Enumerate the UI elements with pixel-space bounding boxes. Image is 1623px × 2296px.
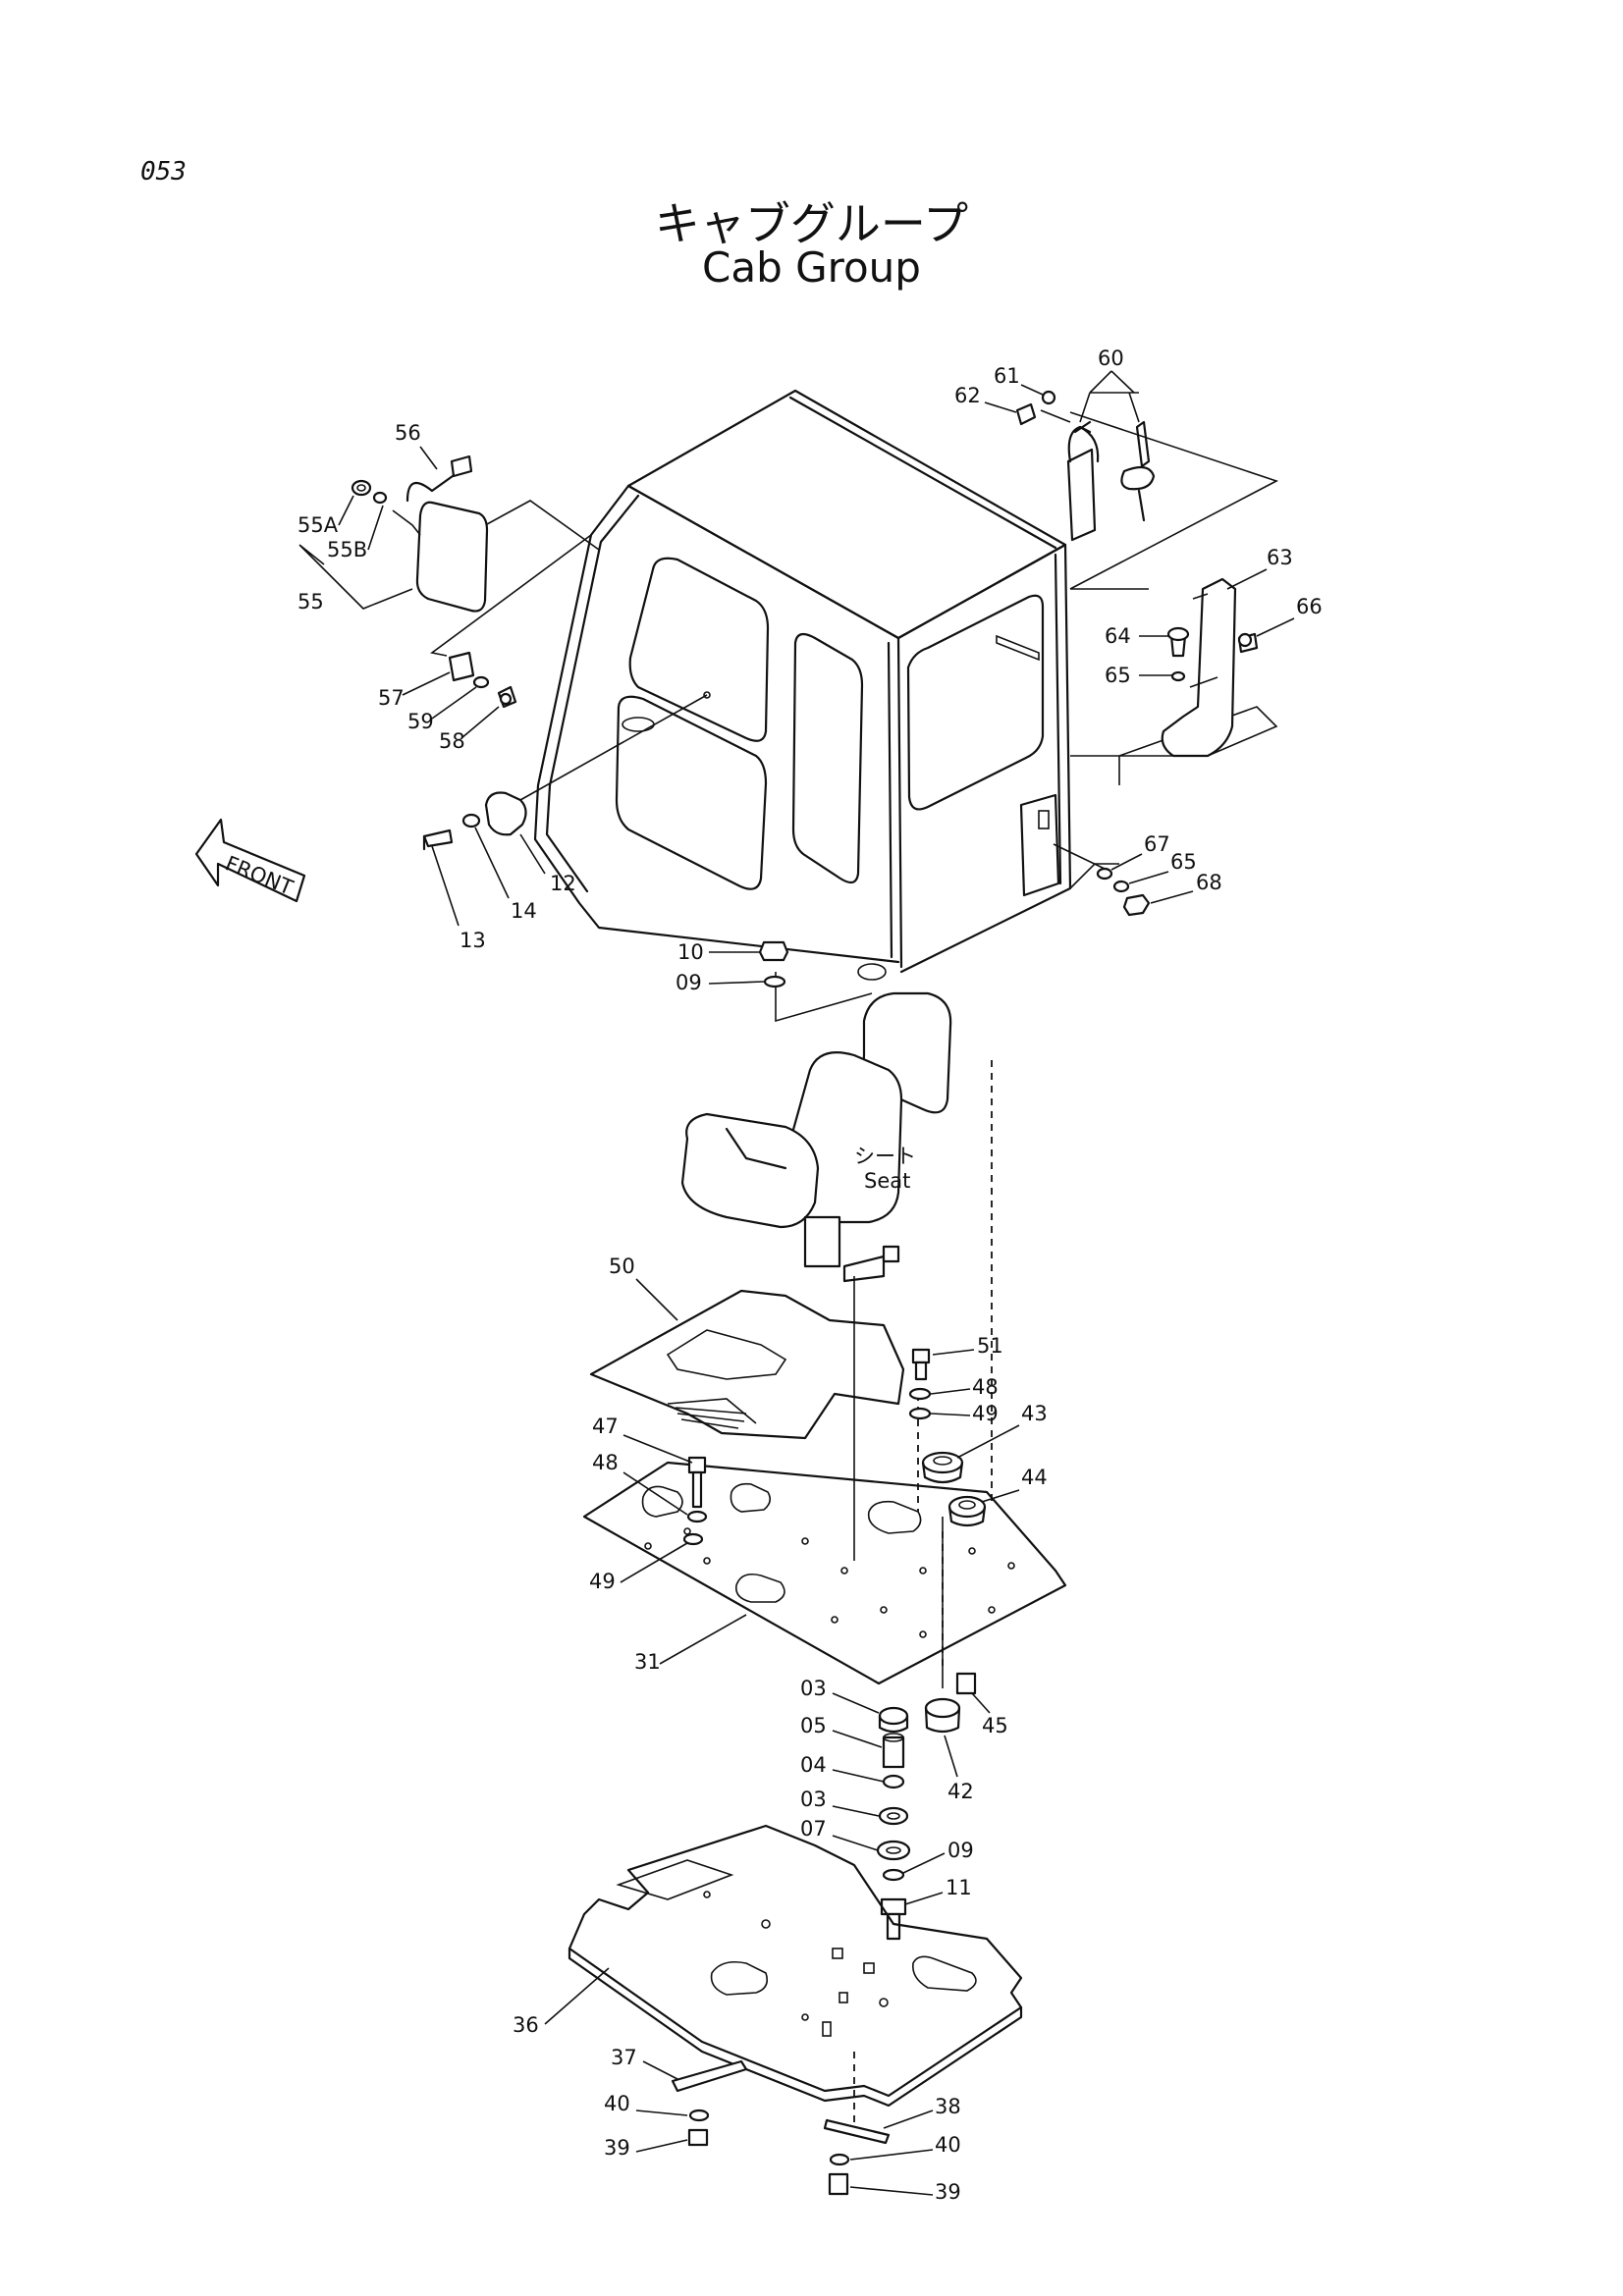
- callout-51: 51: [977, 1334, 1003, 1358]
- mounts-42-45: [924, 1672, 977, 1734]
- callout-50: 50: [609, 1255, 635, 1278]
- callout-43: 43: [1021, 1402, 1048, 1425]
- mirror-assembly: [351, 454, 489, 613]
- floor-plate-31: [582, 1461, 1067, 1685]
- callout-45: 45: [982, 1714, 1008, 1737]
- callout-31: 31: [634, 1650, 661, 1674]
- callout-05: 05: [800, 1714, 827, 1737]
- assembly-axes: [853, 1060, 993, 2140]
- callout-09-lower: 09: [947, 1839, 974, 1862]
- bolt-47-48-49: [682, 1456, 708, 1546]
- grip-12-group: [422, 791, 527, 851]
- callout-62: 62: [954, 384, 981, 407]
- mounts-43-44: [921, 1451, 987, 1527]
- page-number: 053: [140, 157, 187, 187]
- callout-68: 68: [1196, 871, 1222, 894]
- callout-65-lower: 65: [1170, 850, 1197, 874]
- callout-11: 11: [946, 1876, 972, 1899]
- bracket-63-group: [1161, 577, 1259, 758]
- callout-48-left: 48: [592, 1451, 619, 1474]
- callout-36: 36: [513, 2013, 539, 2037]
- callout-44: 44: [1021, 1466, 1048, 1489]
- callout-55B: 55B: [327, 538, 367, 561]
- callout-65-upper: 65: [1105, 664, 1131, 687]
- callout-57: 57: [378, 686, 405, 710]
- callout-12: 12: [550, 872, 576, 895]
- callout-14: 14: [511, 899, 537, 923]
- callout-03-upper: 03: [800, 1677, 827, 1700]
- callout-04: 04: [800, 1753, 827, 1777]
- nut-washer-09-10: [758, 940, 789, 988]
- callout-63: 63: [1267, 546, 1293, 569]
- seat-label-jp: シート: [854, 1145, 916, 1168]
- callout-58: 58: [439, 729, 465, 753]
- callout-38: 38: [935, 2095, 961, 2118]
- callout-49-left: 49: [589, 1570, 616, 1593]
- seat-assembly: [680, 991, 952, 1283]
- callout-47: 47: [592, 1415, 619, 1438]
- title-japanese: キャブグループ: [654, 197, 969, 250]
- callout-61: 61: [994, 364, 1020, 388]
- callout-60: 60: [1098, 347, 1124, 370]
- fire-extinguisher-group: [1015, 390, 1156, 542]
- cab-body: [533, 389, 1119, 981]
- callout-13: 13: [460, 929, 486, 952]
- callout-67: 67: [1144, 832, 1170, 856]
- callout-39-left: 39: [604, 2136, 630, 2160]
- base-plate-36: [568, 1824, 1023, 2108]
- brackets-37-38: [671, 2059, 891, 2196]
- floor-mat-50: [589, 1289, 905, 1440]
- callout-37: 37: [611, 2046, 637, 2069]
- callout-40-right: 40: [935, 2133, 961, 2157]
- callout-03-lower: 03: [800, 1788, 827, 1811]
- callout-42: 42: [947, 1780, 974, 1803]
- seat-label-en: Seat: [864, 1169, 910, 1193]
- callout-56: 56: [395, 421, 421, 445]
- nuts-67-65-68: [1096, 867, 1151, 917]
- callout-55A: 55A: [298, 513, 339, 537]
- title-english: Cab Group: [702, 243, 921, 292]
- leader-lines: [420, 411, 1279, 1023]
- callout-64: 64: [1105, 624, 1131, 648]
- bracket-57-group: [448, 651, 517, 709]
- callout-10: 10: [677, 940, 704, 964]
- callout-59: 59: [407, 710, 434, 733]
- callout-labels: 56 55A 55B 55 57 59 58 12 14 13 10 09 60: [298, 347, 1323, 2204]
- callout-48-right: 48: [972, 1375, 999, 1399]
- callout-40-left: 40: [604, 2092, 630, 2115]
- callout-55: 55: [298, 590, 324, 614]
- callout-39-right: 39: [935, 2180, 961, 2204]
- mount-stack: [876, 1706, 911, 1941]
- callout-66: 66: [1296, 595, 1323, 618]
- callout-09-top: 09: [676, 971, 702, 994]
- front-arrow-icon: [194, 818, 306, 903]
- callout-49-right: 49: [972, 1402, 999, 1425]
- bolt-51-48-49: [908, 1348, 932, 1420]
- callout-07: 07: [800, 1817, 827, 1841]
